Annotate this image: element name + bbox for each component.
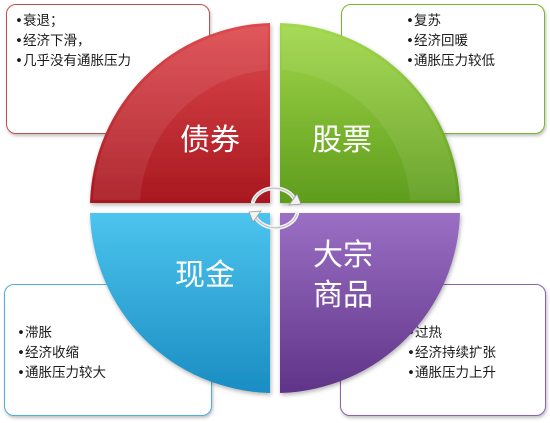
note-item: 经济持续扩张	[407, 343, 537, 363]
quadrant-top-right	[280, 23, 460, 203]
note-item: 复苏	[406, 11, 536, 31]
note-item: 通胀压力上升	[407, 363, 537, 383]
note-item: 滞胀	[17, 323, 203, 343]
quadrant-title-commodities-line1: 大宗	[313, 238, 373, 273]
cycle-arrows-icon	[248, 186, 302, 230]
note-item: 过热	[407, 323, 537, 343]
note-item: 几乎没有通胀压力	[15, 51, 135, 71]
note-item: 经济收缩	[17, 343, 203, 363]
quadrant-bottom-left	[90, 213, 270, 393]
note-top-left-list: 衰退； 经济下滑， 几乎没有通胀压力	[15, 11, 135, 71]
quadrant-title-cash: 现金	[175, 258, 235, 293]
note-bottom-left-list: 滞胀 经济收缩 通胀压力较大	[17, 323, 203, 383]
note-item: 经济回暖	[406, 31, 536, 51]
quadrant-top-left	[90, 23, 270, 203]
quadrant-title-commodities-line2: 商品	[313, 278, 373, 313]
quadrant-bottom-right	[280, 213, 460, 393]
note-bottom-right-list: 过热 经济持续扩张 通胀压力上升	[407, 323, 537, 383]
note-top-right-list: 复苏 经济回暖 通胀压力较低	[406, 11, 536, 71]
note-item: 通胀压力较大	[17, 363, 203, 383]
note-item: 通胀压力较低	[406, 51, 536, 71]
note-item: 衰退；	[15, 11, 135, 31]
quadrant-title-bonds: 债券	[180, 123, 240, 158]
note-item: 经济下滑，	[15, 31, 135, 51]
quadrant-title-stocks: 股票	[312, 123, 372, 158]
